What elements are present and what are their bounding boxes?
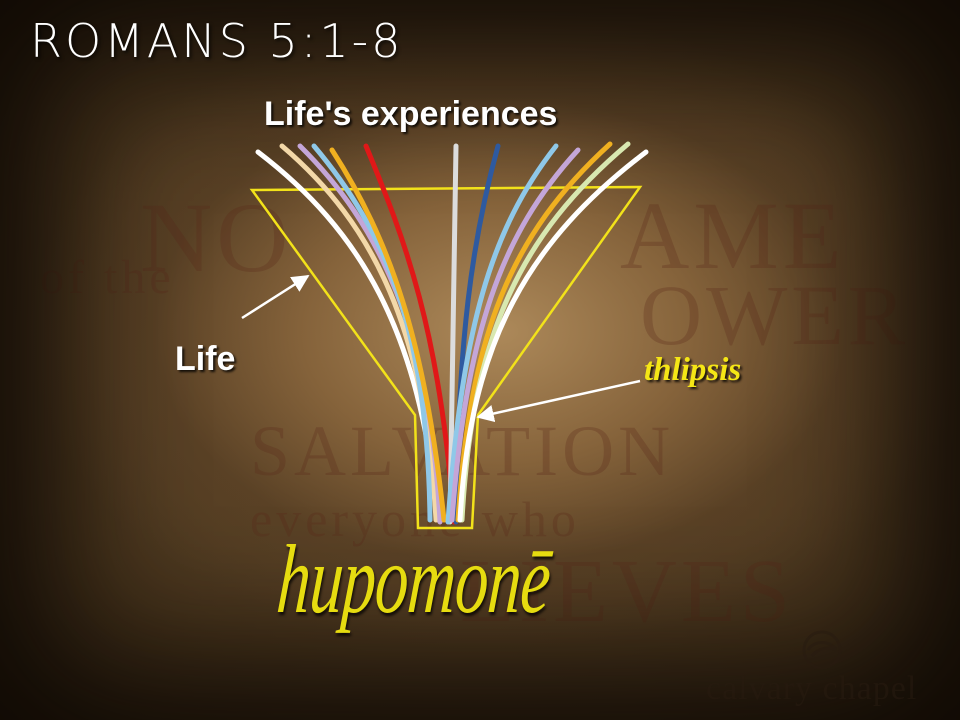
background-text-6: everyone who [250, 491, 580, 547]
calvary-chapel-wordmark: calvary chapel [706, 670, 918, 707]
strand-lightblue-right [445, 143, 559, 525]
lifes-experiences-label: Life's experiences [264, 95, 558, 133]
strand-lavender-right [449, 147, 581, 523]
background-text-2: AME [620, 182, 846, 289]
thlipsis-label: thlipsis [644, 352, 742, 388]
background-text-3: of the [40, 251, 175, 304]
strand-yellow-right [455, 141, 613, 523]
strand-grey [447, 143, 459, 525]
strand-white-right [457, 149, 649, 523]
dove-emblem-icon [802, 630, 842, 670]
life-label: Life [175, 340, 236, 378]
funnel-outline [249, 185, 643, 530]
background-text-7: LIEVES [460, 542, 794, 641]
strand-yellow-left [329, 147, 447, 523]
background-text-1: NO [140, 182, 293, 293]
slide-title: Romans 5:1-8 [30, 14, 404, 68]
calvary-chapel-logo [802, 630, 842, 670]
strands [255, 141, 649, 525]
background-text-4: OWER [640, 267, 910, 363]
strand-red [363, 143, 457, 525]
thlipsis-arrow [476, 379, 641, 423]
strand-lavender-left [297, 143, 443, 525]
hupomone-word: hupomonē [273, 526, 554, 634]
life-arrow [241, 274, 310, 320]
